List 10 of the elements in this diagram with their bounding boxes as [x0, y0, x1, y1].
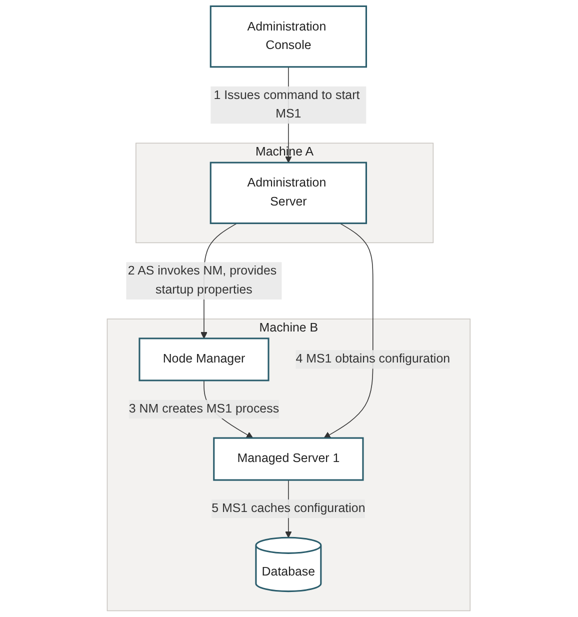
node-box: Managed Server 1	[213, 437, 364, 481]
edge-label: 4 MS1 obtains configuration	[296, 352, 450, 366]
edge-label: 5 MS1 caches configuration	[212, 502, 366, 516]
edge-label: 3 NM creates MS1 process	[129, 402, 280, 416]
arrow	[324, 222, 374, 438]
node-box: Administration Console	[210, 5, 368, 68]
node-box: Administration Server	[210, 162, 368, 224]
edge-label: 1 Issues command to start MS1	[214, 88, 360, 121]
node-box: Node Manager	[139, 338, 270, 382]
edge-label: 2 AS invokes NM, provides startup properties	[128, 264, 277, 296]
